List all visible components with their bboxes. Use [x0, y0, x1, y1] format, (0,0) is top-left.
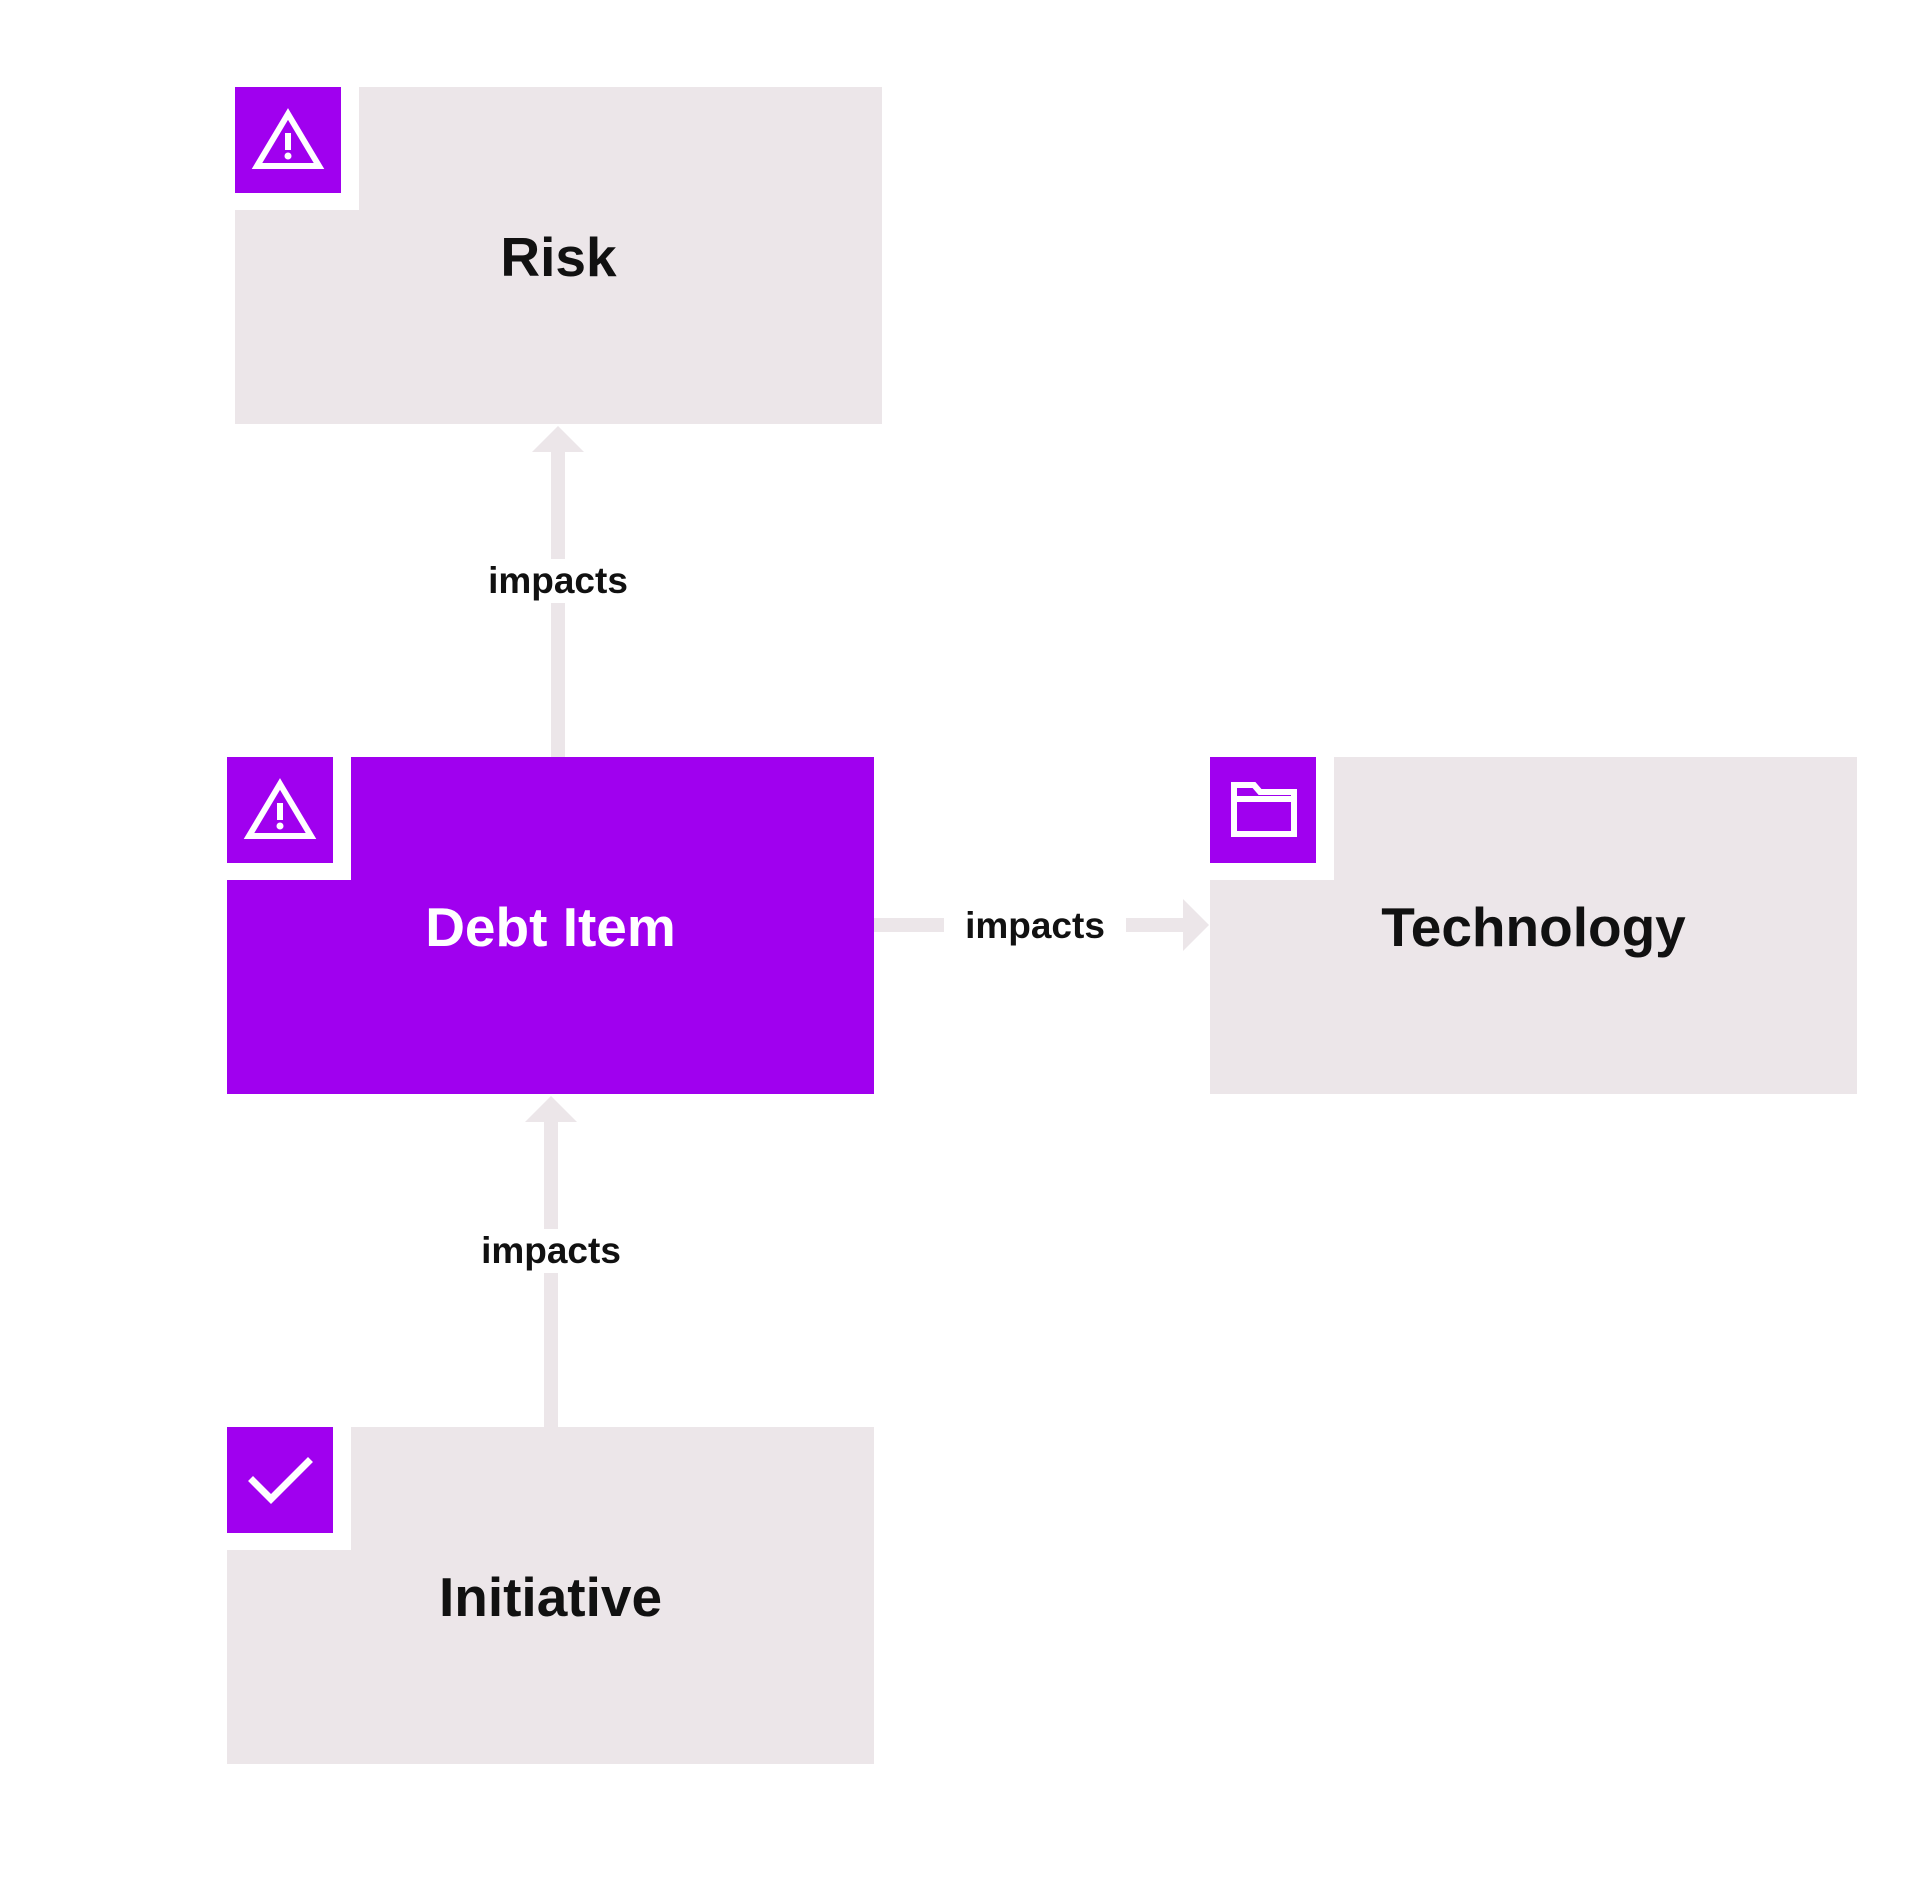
node-label-debt-item: Debt Item: [425, 896, 676, 958]
arrowhead: [532, 426, 584, 452]
initiative-node[interactable]: Initiative: [227, 1427, 874, 1764]
arrowhead: [525, 1096, 577, 1122]
edge-debt-to-risk: [532, 426, 584, 758]
node-label-risk: Risk: [500, 226, 617, 288]
node-label-technology: Technology: [1381, 896, 1686, 958]
node-label-initiative: Initiative: [438, 1566, 663, 1628]
edge-label-debt-to-risk: impacts: [482, 559, 634, 603]
edge-initiative-to-debt: [525, 1096, 577, 1428]
checkmark-icon: [227, 1427, 333, 1533]
arrowhead: [1183, 899, 1209, 951]
risk-node[interactable]: Risk: [235, 87, 882, 424]
folder-icon: [1210, 757, 1316, 863]
edge-label-initiative-to-debt: impacts: [475, 1229, 627, 1273]
debt-item-node[interactable]: Debt Item: [227, 757, 874, 1094]
warning-icon: [227, 757, 333, 863]
warning-icon: [235, 87, 341, 193]
edge-label-debt-to-technology: impacts: [944, 904, 1126, 948]
technology-node[interactable]: Technology: [1210, 757, 1857, 1094]
